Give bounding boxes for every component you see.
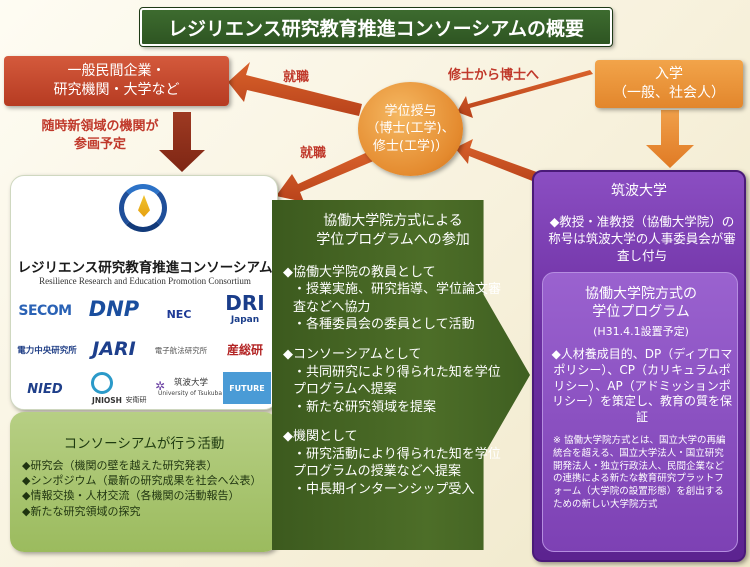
participation-section-consortium: ◆コンソーシアムとして ・共同研究により得られた知を学位プログラムへ提案 ・新た… bbox=[283, 346, 503, 416]
section-item: ・共同研究により得られた知を学位プログラムへ提案 bbox=[293, 364, 501, 398]
program-note: ※ 協働大学院方式とは、国立大学の再編統合を超える、国立大学法人・国立研究開発法… bbox=[553, 435, 726, 511]
private-line2: 研究機関・大学など bbox=[53, 82, 180, 98]
section-item: ・新たな研究領域を提案 bbox=[293, 399, 437, 415]
consortium-name-en: Resilience Research and Education Promot… bbox=[39, 276, 251, 286]
entrance-line2: （一般、社会人） bbox=[613, 85, 725, 101]
tsukuba-mark-icon: ✲ bbox=[154, 379, 166, 393]
entrance-box: 入学 （一般、社会人） bbox=[595, 60, 743, 108]
logo-tsukuba-en: University of Tsukuba bbox=[157, 389, 223, 397]
degree-circle: 学位授与 （博士(工学)、 修士(工学)） bbox=[358, 82, 463, 176]
logo-anneiken: 安衛研 bbox=[125, 396, 147, 404]
section-item: ・研究活動により得られた知を学位プログラムの授業などへ提案 bbox=[293, 446, 501, 480]
return-arrow bbox=[455, 139, 545, 184]
logo-dnp: DNP bbox=[88, 297, 140, 321]
program-title-line1: 協働大学院方式の bbox=[585, 286, 697, 302]
logo-nec: NEC bbox=[166, 307, 192, 321]
employment-arrow-top bbox=[228, 62, 362, 116]
section-head: ◆機関として bbox=[283, 429, 358, 445]
activity-item: ◆情報交換・人材交流（各機関の活動報告） bbox=[22, 489, 240, 503]
participation-heading-line2: 学位プログラムへの参加 bbox=[316, 231, 470, 248]
participation-note: 随時新領域の機関が 参画予定 bbox=[20, 118, 180, 153]
degree-line3: 修士(工学)） bbox=[372, 138, 449, 154]
consortium-name-ja: レジリエンス研究教育推進コンソーシアム bbox=[17, 260, 273, 276]
activity-item: ◆シンポジウム（最新の研究成果を社会へ公表） bbox=[22, 474, 262, 488]
section-item: ・中長期インターンシップ受入 bbox=[293, 481, 475, 497]
participation-heading-line1: 協働大学院方式による bbox=[323, 213, 463, 229]
activities-title: コンソーシアムが行う活動 bbox=[63, 436, 225, 452]
tsukuba-text: ◆教授・准教授（協働大学院）の称号は筑波大学の人事委員会が審査し付与 bbox=[548, 214, 736, 263]
activity-item: ◆新たな研究領域の探究 bbox=[22, 504, 141, 518]
logo-jari: JARI bbox=[92, 338, 136, 360]
participation-note-line2: 参画予定 bbox=[73, 136, 126, 152]
participation-section-institution: ◆機関として ・研究活動により得られた知を学位プログラムの授業などへ提案 ・中長… bbox=[283, 428, 503, 498]
participation-heading: 協働大学院方式による 学位プログラムへの参加 bbox=[283, 212, 503, 250]
degree-line1: 学位授与 bbox=[384, 103, 437, 119]
private-sector-box: 一般民間企業・ 研究機関・大学など bbox=[4, 56, 229, 106]
logo-nied: NIED bbox=[27, 381, 63, 397]
logo-future: FUTURE bbox=[223, 372, 271, 404]
program-box: 協働大学院方式の 学位プログラム (H31.4.1設置予定) ◆人材養成目的、D… bbox=[542, 272, 738, 552]
section-item: ・授業実施、研究指導、学位論文審査などへ協力 bbox=[293, 282, 502, 315]
logo-jniosh: JNIOSH bbox=[92, 395, 122, 405]
participation-content: 協働大学院方式による 学位プログラムへの参加 ◆協働大学院の教員として ・授業実… bbox=[283, 212, 503, 510]
jniosh-mark-icon bbox=[91, 372, 113, 394]
logo-aist: 産総研 bbox=[226, 342, 263, 357]
private-line1: 一般民間企業・ bbox=[67, 63, 166, 80]
logo-criepi: 電力中央研究所 bbox=[17, 346, 77, 356]
employment-arrow-bottom bbox=[276, 150, 376, 202]
tsukuba-title: 筑波大学 bbox=[611, 183, 667, 199]
entrance-line1: 入学 bbox=[655, 66, 683, 83]
join-arrow bbox=[159, 112, 205, 172]
master-doctor-label: 修士から博士へ bbox=[448, 68, 540, 83]
program-title: 協働大学院方式の 学位プログラム bbox=[543, 285, 739, 321]
degree-line2: （博士(工学)、 bbox=[366, 121, 455, 137]
participation-note-line1: 随時新領域の機関が bbox=[41, 119, 159, 134]
employment-label-bottom: 就職 bbox=[300, 146, 327, 161]
program-body: ◆人材養成目的、DP（ディプロマポリシー）、CP（カリキュラムポリシー）、AP（… bbox=[551, 347, 733, 425]
consortium-card: レジリエンス研究教育推進コンソーシアム Resilience Research … bbox=[10, 175, 278, 410]
page-title: レジリエンス研究教育推進コンソーシアムの概要 bbox=[139, 7, 613, 47]
logo-dri-japan: Japan bbox=[230, 315, 260, 325]
activity-item: ◆研究会（機関の壁を越えた研究発表） bbox=[22, 459, 218, 472]
tsukuba-panel: 筑波大学 ◆教授・准教授（協働大学院）の称号は筑波大学の人事委員会が審査し付与 … bbox=[532, 170, 746, 562]
logo-enri: 電子航法研究所 bbox=[154, 345, 208, 355]
employment-label-top: 就職 bbox=[283, 70, 310, 85]
logo-secom: SECOM bbox=[18, 303, 72, 319]
consortium-logo-icon bbox=[119, 184, 167, 232]
participation-section-faculty: ◆協働大学院の教員として ・授業実施、研究指導、学位論文審査などへ協力 ・各種委… bbox=[283, 264, 503, 334]
program-sub: (H31.4.1設置予定) bbox=[593, 325, 689, 338]
program-title-line2: 学位プログラム bbox=[592, 304, 690, 321]
section-item: ・各種委員会の委員として活動 bbox=[293, 317, 475, 333]
logo-tsukuba: 筑波大学 bbox=[173, 378, 208, 388]
logo-dri: DRI bbox=[225, 291, 265, 315]
section-head: ◆協働大学院の教員として bbox=[283, 264, 436, 280]
section-head: ◆コンソーシアムとして bbox=[283, 346, 422, 362]
activities-box: コンソーシアムが行う活動 ◆研究会（機関の壁を越えた研究発表） ◆シンポジウム（… bbox=[10, 412, 278, 552]
master-doctor-arrow bbox=[457, 70, 593, 118]
enroll-arrow bbox=[646, 110, 694, 168]
activities-list: ◆研究会（機関の壁を越えた研究発表） ◆シンポジウム（最新の研究成果を社会へ公表… bbox=[22, 458, 272, 519]
